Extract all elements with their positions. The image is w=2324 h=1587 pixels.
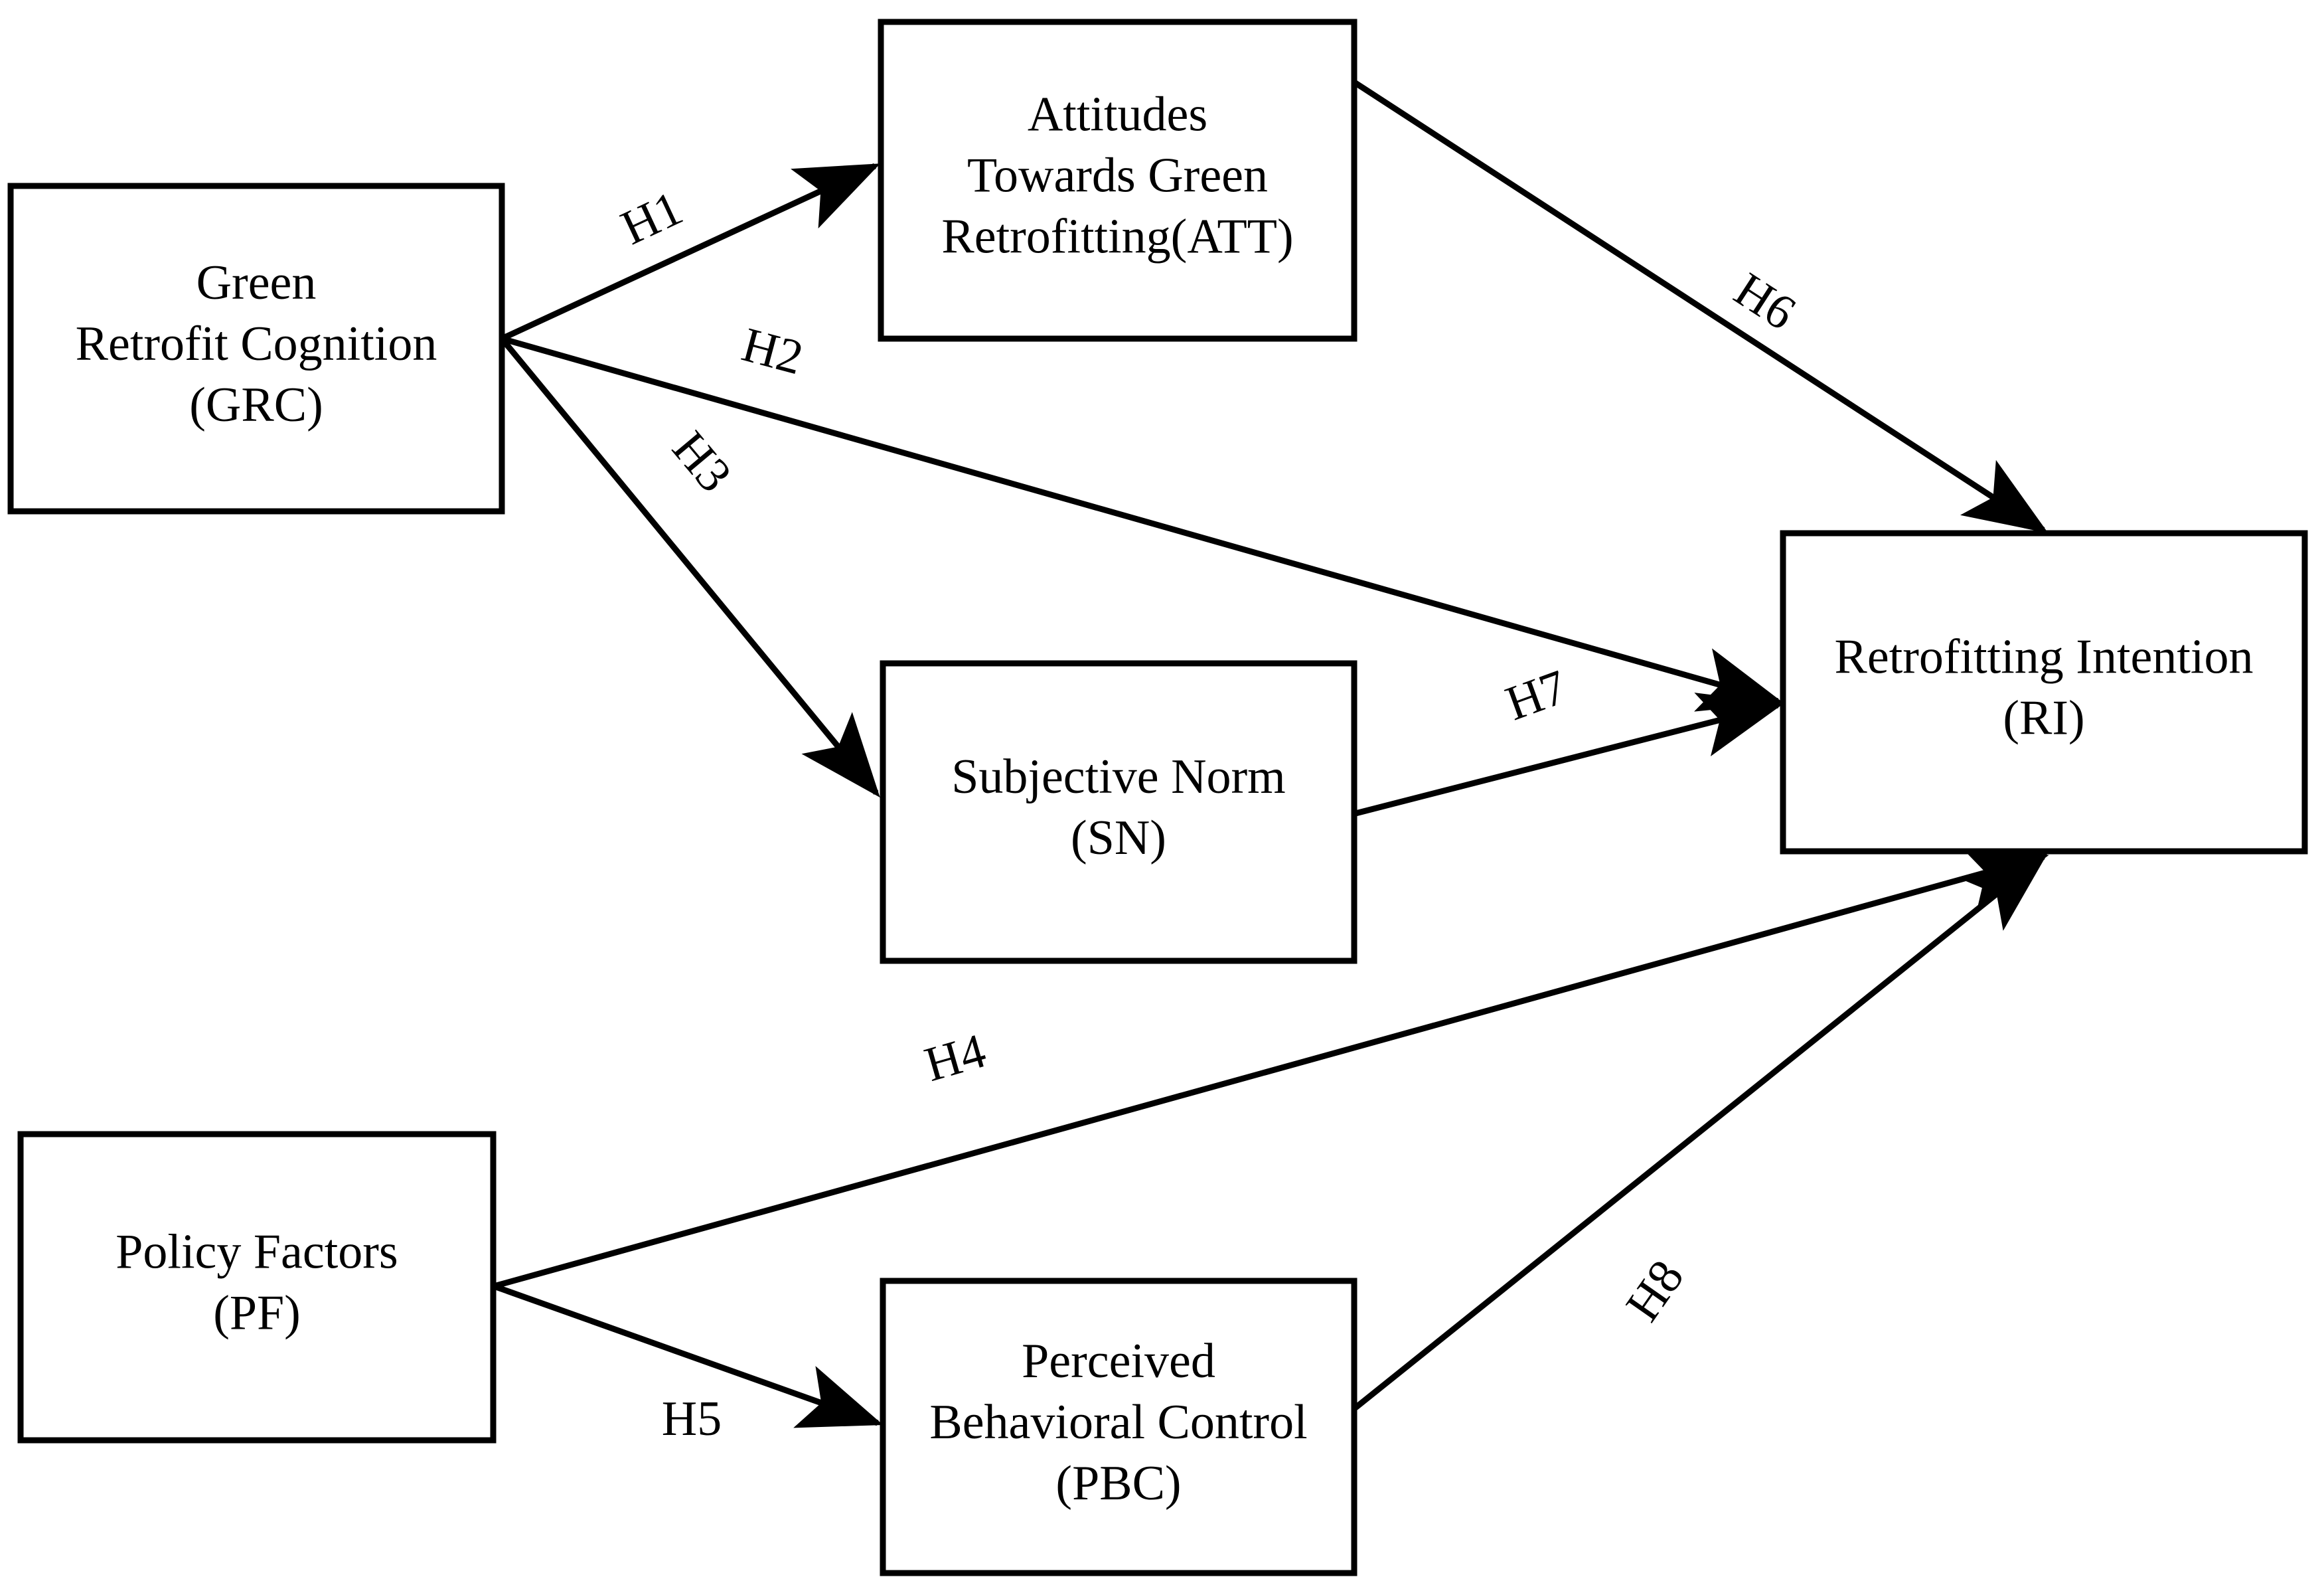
relationship-paths [493,80,2049,1428]
hypothesis-label-h4: H4 [919,1023,992,1092]
path-arrow-h5 [493,1283,884,1428]
node-label-pf-line1: Policy Factors [116,1224,398,1279]
hypothesis-label-h8: H8 [1616,1250,1695,1331]
node-label-ri-line2: (RI) [2003,691,2084,745]
node-label-pf-line2: (PF) [213,1286,301,1340]
node-box-ri[interactable] [1780,530,2308,855]
path-arrow-h6 [1354,80,2049,533]
node-box-pf[interactable] [17,1131,497,1444]
hypothesis-label-h2: H2 [737,317,809,386]
node-label-att-line1: Attitudes [1028,87,1207,141]
path-arrow-h3 [499,337,880,797]
node-label-sn-line1: Subjective Norm [951,750,1286,804]
node-label-pbc-line1: Perceived [1022,1334,1215,1388]
node-policy-factors[interactable]: Policy Factors (PF) [17,1131,497,1444]
hypothesis-label-h5: H5 [662,1392,722,1446]
path-arrow-h2 [501,335,1784,712]
node-subjective-norm[interactable]: Subjective Norm (SN) [880,660,1357,964]
node-label-pbc-line3: (PBC) [1055,1456,1181,1511]
node-label-pbc-line2: Behavioral Control [929,1395,1307,1450]
node-box-att[interactable] [878,19,1357,342]
node-box-grc[interactable] [7,183,505,515]
node-label-sn-line2: (SN) [1071,811,1166,865]
node-label-grc-line2: Retrofit Cognition [76,317,437,371]
hypothesis-label-h1: H1 [613,181,691,256]
path-arrow-h1 [501,163,881,342]
path-arrow-h8 [1354,853,2049,1410]
node-label-grc-line3: (GRC) [189,378,323,432]
path-arrow-h4 [493,845,2049,1290]
node-label-ri-line1: Retrofitting Intention [1835,629,2254,684]
path-arrow-h7 [1354,693,1784,817]
hypothesis-label-h7: H7 [1499,659,1574,731]
node-label-att-line3: Retrofitting(ATT) [941,209,1293,264]
node-label-att-line2: Towards Green [967,148,1268,203]
node-box-sn[interactable] [880,660,1357,964]
node-retrofitting-intention[interactable]: Retrofitting Intention (RI) [1780,530,2308,855]
node-box-pbc[interactable] [880,1278,1357,1576]
hypothesis-label-h3: H3 [662,421,742,502]
node-label-grc-line1: Green [196,256,317,310]
